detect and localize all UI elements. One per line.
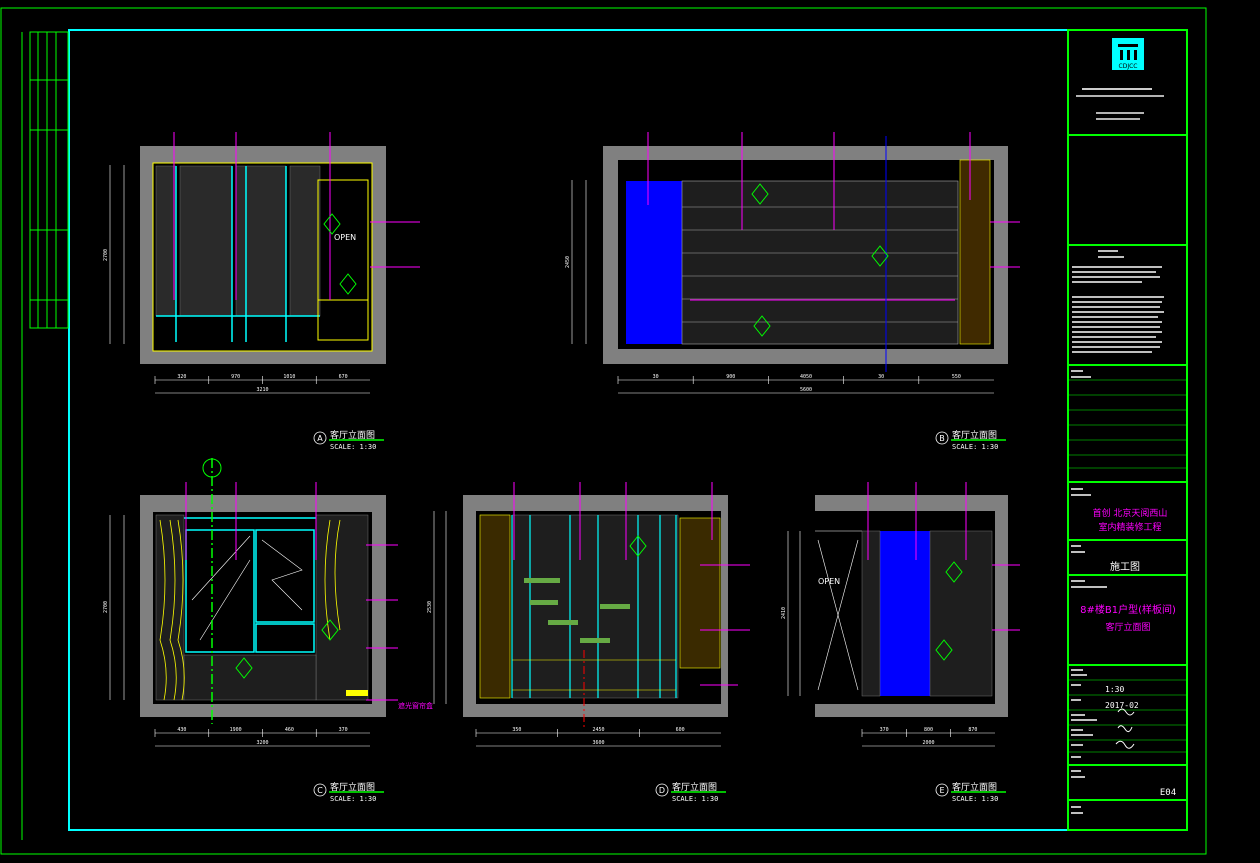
view-letter: D — [659, 786, 665, 795]
dimension-label: 320 — [177, 374, 186, 380]
view-title: 客厅立面图 — [672, 781, 717, 793]
dimension-label: 550 — [952, 374, 961, 380]
drawing-title-line1: 8#楼B1户型(样板间) — [1080, 603, 1176, 616]
view-letter: E — [939, 786, 944, 795]
dimension-total: 2000 — [922, 740, 934, 746]
scale-value: 1:30 — [1105, 685, 1124, 694]
view-marker-circle — [935, 431, 949, 445]
view-letter: C — [317, 786, 323, 795]
blue-panel-E — [880, 531, 930, 696]
view-scale: SCALE: 1:30 — [952, 795, 998, 803]
dimension-label: 370 — [880, 727, 889, 733]
dimension-label: 800 — [924, 727, 933, 733]
dimension-height: 2530 — [427, 601, 433, 613]
view-marker-circle — [313, 783, 327, 797]
left-margin-table — [21, 31, 69, 840]
view-title: 客厅立面图 — [330, 429, 375, 441]
view-letter: B — [939, 434, 945, 443]
elevation-B — [571, 132, 1020, 394]
signatures — [1115, 708, 1135, 749]
dimension-label: 430 — [177, 727, 186, 733]
dimension-label: 900 — [726, 374, 735, 380]
dimension-label: 350 — [512, 727, 521, 733]
view-scale: SCALE: 1:30 — [672, 795, 718, 803]
open-label-A: OPEN — [334, 233, 356, 242]
project-name-line1: 首创 北京天阅西山 — [1093, 507, 1168, 519]
dimension-label: 970 — [231, 374, 240, 380]
elevation-E: OPEN — [787, 482, 1020, 747]
elevation-A: OPEN — [109, 132, 420, 394]
company-logo: CDJCC — [1112, 38, 1144, 70]
drawing-number: E04 — [1160, 788, 1176, 798]
view-marker-circle — [313, 431, 327, 445]
view-letter: A — [317, 434, 323, 443]
view-scale: SCALE: 1:30 — [330, 443, 376, 451]
dimension-label: 1010 — [283, 374, 295, 380]
elevation-C: 遮光窗帘盒 — [109, 458, 433, 747]
dimension-label: 1900 — [230, 727, 242, 733]
dimension-height: 2700 — [103, 249, 109, 261]
dimension-total: 3210 — [256, 387, 268, 393]
title-block-rows — [1068, 379, 1187, 753]
sheet-border — [0, 7, 1207, 855]
dimension-label: 2450 — [592, 727, 604, 733]
stage-value: 施工图 — [1110, 560, 1140, 573]
dimension-label: 460 — [285, 727, 294, 733]
dimension-label: 30 — [653, 374, 659, 380]
view-title: 客厅立面图 — [952, 781, 997, 793]
dimension-label: 670 — [339, 374, 348, 380]
drawing-title-line2: 客厅立面图 — [1105, 621, 1150, 633]
view-scale: SCALE: 1:30 — [330, 795, 376, 803]
dimension-label: 870 — [968, 727, 977, 733]
dimension-label: 4050 — [800, 374, 812, 380]
blue-panel-B — [626, 181, 682, 344]
dimension-layer: 320 970 1010 670 3210 2700 30 900 4050 30 550 5600 2… — [103, 249, 977, 746]
dimension-height: 2700 — [103, 601, 109, 613]
dimension-total: 3600 — [592, 740, 604, 746]
logo-text: CDJCC — [1119, 63, 1138, 70]
open-label-E: OPEN — [818, 577, 840, 586]
date-value: 2017-02 — [1105, 701, 1139, 710]
dimension-label: 370 — [339, 727, 348, 733]
view-marker-circle — [655, 783, 669, 797]
dimension-label: 30 — [878, 374, 884, 380]
elevation-D — [433, 482, 750, 747]
design-notes-lines — [1071, 250, 1164, 814]
title-block — [1067, 29, 1188, 831]
view-marker-circle — [935, 783, 949, 797]
company-text-lines — [1076, 88, 1164, 120]
dimension-height: 2450 — [565, 256, 571, 268]
view-title: 客厅立面图 — [330, 781, 375, 793]
dimension-height: 2410 — [781, 607, 787, 619]
view-title: 客厅立面图 — [952, 429, 997, 441]
dimension-label: 600 — [676, 727, 685, 733]
note-C: 遮光窗帘盒 — [398, 701, 433, 710]
dimension-total: 5600 — [800, 387, 812, 393]
project-name-line2: 室内精装修工程 — [1098, 521, 1161, 533]
view-scale: SCALE: 1:30 — [952, 443, 998, 451]
dimension-total: 3200 — [256, 740, 268, 746]
